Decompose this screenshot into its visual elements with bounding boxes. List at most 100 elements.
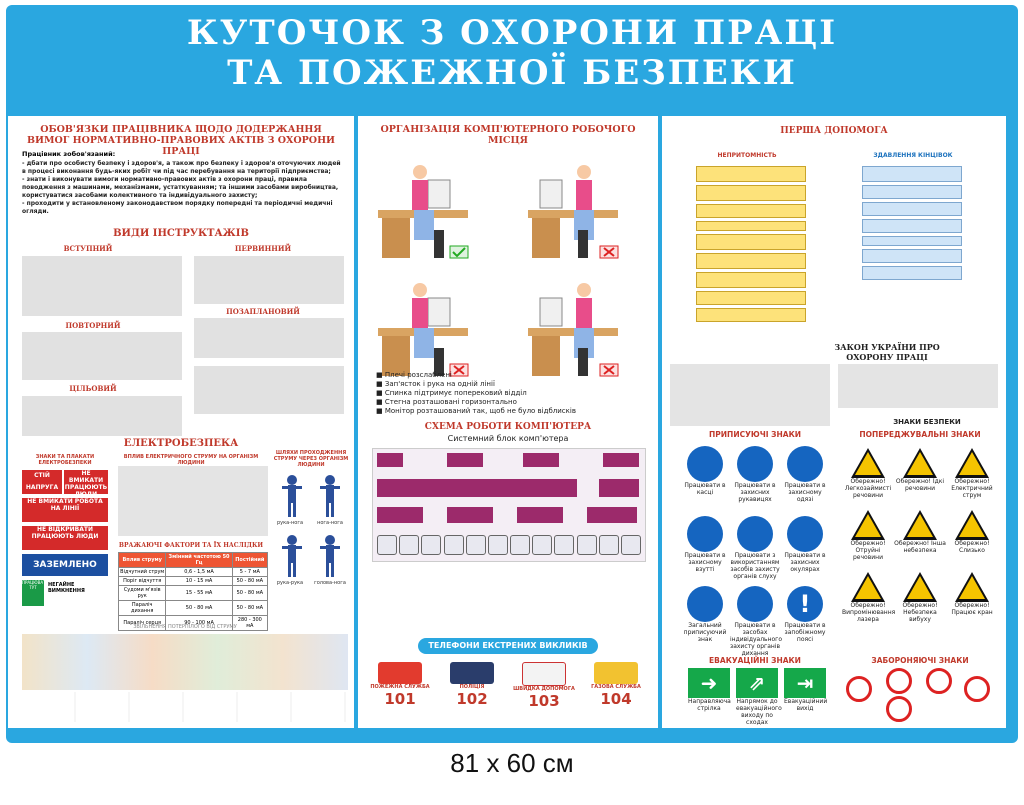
- middle-panel: ОРГАНІЗАЦІЯ КОМП'ЮТЕРНОГО РОБОЧОГО МІСЦЯ…: [358, 116, 658, 728]
- service-name: ГАЗОВА СЛУЖБА: [591, 684, 641, 690]
- sign-nehaine-vymknennia: НЕГАЙНЕ ВИМКНЕННЯ: [48, 582, 85, 594]
- aid-step: [862, 202, 962, 216]
- warning-sign: Обережно! Інша небезпека: [894, 510, 946, 572]
- aid-step: [696, 166, 806, 182]
- mandatory-sign: Працювати в захисних окулярах: [780, 516, 830, 586]
- sign-label: Обережно! Електричний струм: [951, 478, 993, 499]
- duty-item: - проходити у встановленому законодавств…: [22, 200, 333, 215]
- service-ambulance: ШВИДКА ДОПОМОГА 103: [512, 662, 576, 710]
- service-number: 104: [600, 690, 632, 708]
- bullet-item: ■ Зап'ясток і рука на одній лінії: [376, 380, 495, 388]
- td: 0,6 - 1,5 мА: [165, 567, 233, 577]
- aid-step: [696, 221, 806, 231]
- warning-sign: Обережно! Небезпека вибуху: [894, 572, 946, 634]
- bullet-item: ■ Спинка підтримує поперековий відділ: [376, 389, 527, 397]
- instr-text-block: [194, 318, 344, 358]
- instr-title: ВИДИ ІНСТРУКТАЖІВ: [113, 228, 249, 239]
- aid-step: [862, 166, 962, 182]
- scheme-block: [377, 507, 423, 523]
- breathing-mask-icon: [737, 586, 773, 622]
- protective-clothing-icon: [787, 446, 823, 482]
- no-open-fire-icon: [846, 676, 872, 702]
- td: 10 - 15 мА: [165, 576, 233, 586]
- peripheral-icon: [532, 535, 553, 555]
- exit-door-icon: ⇥: [784, 668, 826, 698]
- bullet-text: Стегна розташовані горизонтально: [384, 398, 517, 406]
- aid-step: [862, 236, 962, 246]
- scheme-block: [447, 507, 493, 523]
- aid-step: [862, 219, 962, 233]
- evac-sign: ⇗Напрямок до евакуаційного виходу по схо…: [736, 668, 782, 726]
- warning-sign: Обережно! Їдкі речовини: [894, 448, 946, 510]
- instr-text-block: [194, 256, 344, 304]
- peripheral-row: [377, 535, 641, 557]
- aid-step: [862, 249, 962, 263]
- forbid-signs: [846, 668, 996, 724]
- goggles-icon: [787, 516, 823, 552]
- no-touch-icon: [964, 676, 990, 702]
- scheme-system-bus: [377, 479, 577, 497]
- peripheral-icon: [576, 535, 597, 555]
- law-text-col: [838, 364, 998, 408]
- peripheral-icon: [465, 535, 486, 555]
- td: Параліч дихання: [117, 600, 167, 616]
- bullet-item: ■ Плечі розслаблені: [376, 371, 452, 379]
- instr-pozaplanovyi: ПОЗАПЛАНОВИЙ: [226, 307, 300, 316]
- scheme-title: СХЕМА РОБОТИ КОМП'ЮТЕРА: [424, 422, 592, 432]
- no-water-icon: [886, 696, 912, 722]
- workplace-illustrations: [378, 165, 619, 377]
- service-police: ПОЛІЦІЯ 102: [440, 662, 504, 710]
- aid-step: [696, 253, 806, 269]
- elec-signs-title: ЗНАКИ ТА ПЛАКАТИ ЕЛЕКТРОБЕЗПЕКИ: [35, 454, 95, 466]
- mandatory-sign: Працювати в захисному одязі: [780, 446, 830, 516]
- sign-ne-vidkryvaty: НЕ ВІДКРИВАТИ ПРАЦЮЮТЬ ЛЮДИ: [22, 526, 108, 550]
- service-gas: ГАЗОВА СЛУЖБА 104: [584, 662, 648, 710]
- service-name: ПОЖЕЖНА СЛУЖБА: [370, 684, 430, 690]
- service-number: 102: [456, 690, 488, 708]
- sign-stii-napruha: СТІЙ НАПРУГА: [22, 470, 62, 494]
- mandatory-sign: Працювати в касці: [680, 446, 730, 516]
- no-entry-icon: [926, 668, 952, 694]
- no-smoking-icon: [886, 668, 912, 694]
- td: 50 - 80 мА: [231, 585, 269, 601]
- th: Змінний частотою 50 Гц: [165, 552, 233, 568]
- forbid-title: ЗАБОРОНЯЮЧІ ЗНАКИ: [871, 656, 969, 665]
- service-fire: ПОЖЕЖНА СЛУЖБА 101: [368, 662, 432, 710]
- bullet-text: Зап'ясток і рука на одній лінії: [384, 380, 495, 388]
- phones-title: ТЕЛЕФОНИ ЕКСТРЕНИХ ВИКЛИКІВ: [418, 638, 598, 654]
- peripheral-icon: [487, 535, 508, 555]
- factors-title: ВРАЖАЮЧІ ФАКТОРИ ТА ЇХ НАСЛІДКИ: [118, 542, 264, 549]
- ambulance-icon: [522, 662, 566, 686]
- sign-label: Працювати в захисному взутті: [684, 552, 726, 573]
- peripheral-icon: [399, 535, 420, 555]
- peripheral-icon: [377, 535, 397, 555]
- mandatory-sign: !Працювати в запобіжному поясі: [780, 586, 830, 656]
- sign-label: Напрямок до евакуаційного виходу по сход…: [736, 698, 782, 726]
- aid-step: [696, 272, 806, 288]
- first-aid-title: ПЕРША ДОПОМОГА: [780, 126, 888, 136]
- aid-step: [696, 291, 806, 305]
- title-line-1: КУТОЧОК З ОХОРОНИ ПРАЦІ: [186, 13, 838, 53]
- sign-ne-vmykaty-linia: НЕ ВМИКАТИ РОБОТА НА ЛІНІЇ: [22, 498, 108, 522]
- laser-icon: [851, 572, 885, 602]
- sign-pratsiuvaty-tut: ПРАЦЮВАТИ ТУТ: [22, 580, 49, 606]
- aid-step: [696, 204, 806, 218]
- slippery-icon: [955, 510, 989, 540]
- service-name: ПОЛІЦІЯ: [459, 684, 485, 690]
- scheme-block: [517, 507, 563, 523]
- aid-step: [696, 308, 806, 322]
- sign-label: Обережно! Легкозаймисті речовини: [844, 478, 892, 499]
- arrow-right-icon: ➜: [688, 668, 730, 698]
- warning-sign: Обережно! Слизько: [946, 510, 998, 572]
- electric-icon: [955, 448, 989, 478]
- td: Поріг відчуття: [117, 576, 167, 586]
- bullet-item: ■ Стегна розташовані горизонтально: [376, 398, 517, 406]
- td: Відчутний струм: [117, 567, 167, 577]
- instr-tsilovyi: ЦІЛЬОВИЙ: [69, 384, 117, 393]
- evac-sign: ➜Направляюча стрілка: [688, 668, 731, 726]
- crane-icon: [955, 572, 989, 602]
- exclamation-icon: !: [787, 586, 823, 622]
- sign-label: Обережно! Небезпека вибуху: [902, 602, 938, 623]
- td: 280 - 300 мА: [231, 615, 269, 631]
